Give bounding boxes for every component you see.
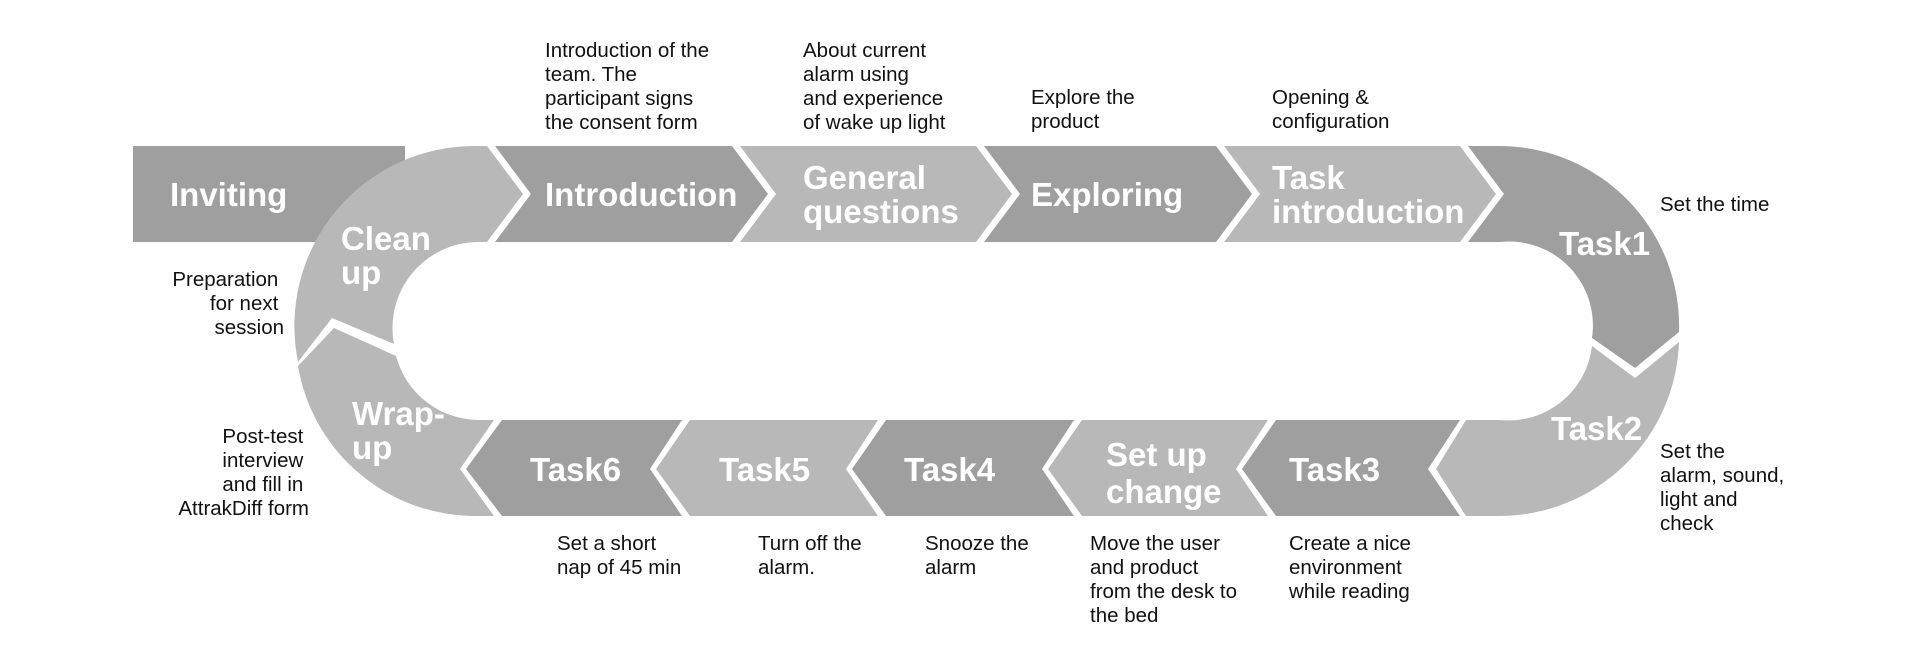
segment-general-questions: [740, 146, 1012, 242]
note-task3: Create a nice environment while reading: [1288, 532, 1417, 603]
label-exploring: Exploring: [1031, 176, 1183, 213]
note-introduction: Introduction of the team. The participan…: [545, 39, 715, 134]
segment-clean-up: [294, 145, 523, 362]
segment-task5: [656, 420, 878, 516]
segment-set-up-change: [1048, 420, 1268, 516]
note-task4: Snooze the alarm: [925, 532, 1034, 579]
note-task1: Set the time: [1660, 193, 1769, 216]
segment-task6: [466, 420, 682, 516]
note-general-questions: About current alarm using and experience…: [803, 39, 949, 134]
label-task2: Task2: [1551, 410, 1642, 447]
label-wrap-up: Wrap-up: [352, 395, 445, 466]
segment-introduction: [495, 146, 768, 242]
label-inviting: Inviting: [170, 176, 287, 213]
note-task5: Turn off the alarm.: [758, 532, 867, 579]
note-task-introduction: Opening & configuration: [1272, 86, 1389, 133]
segment-task4: [852, 420, 1074, 516]
label-task3: Task3: [1289, 451, 1380, 488]
segment-task1: [1468, 146, 1680, 368]
segment-task3: [1242, 420, 1460, 516]
label-introduction: Introduction: [545, 176, 737, 213]
note-set-up-change: Move the user and product from the desk …: [1090, 532, 1243, 627]
segment-task-introduction: [1224, 146, 1496, 242]
note-exploring: Explore the product: [1031, 86, 1140, 133]
note-task2: Set the alarm, sound, light and check: [1660, 440, 1790, 535]
segment-exploring: [984, 146, 1252, 242]
label-task1: Task1: [1559, 225, 1650, 262]
label-task5: Task5: [719, 451, 810, 488]
note-clean-up: Preparation for next session: [172, 268, 284, 339]
note-task6: Set a short nap of 45 min: [557, 532, 681, 579]
segment-task2: [1436, 342, 1679, 516]
label-task6: Task6: [530, 451, 621, 488]
label-task4: Task4: [904, 451, 996, 488]
segment-wrap-up: [298, 328, 494, 517]
note-wrap-up: Post-test interview and fill in AttrakDi…: [178, 425, 309, 520]
